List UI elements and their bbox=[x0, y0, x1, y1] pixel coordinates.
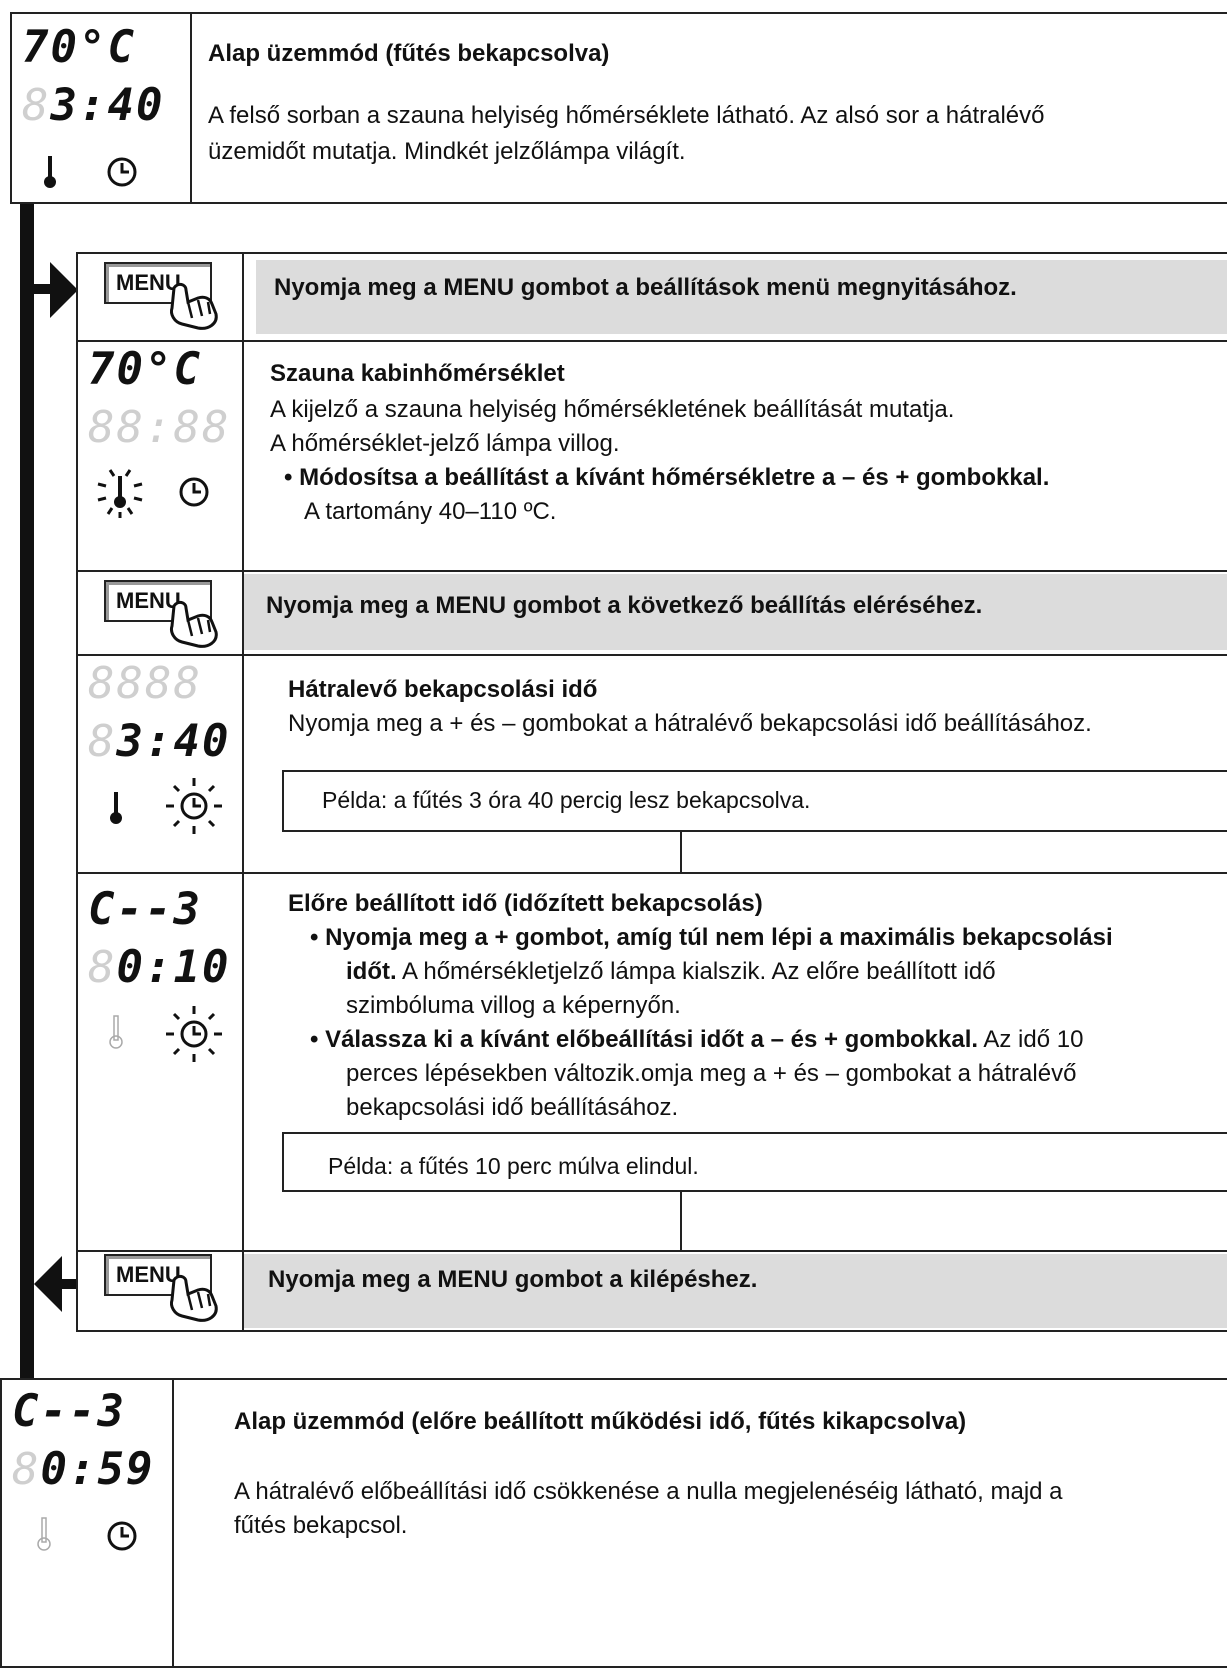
last-line2: fűtés bekapcsol. bbox=[234, 1512, 408, 1539]
remaining-display-bottom: 83:40 bbox=[88, 716, 231, 767]
temp-title: Szauna kabinhőmérséklet bbox=[270, 360, 565, 387]
temp-display-top: 70°C bbox=[88, 344, 202, 395]
temp-line1: A kijelző a szauna helyiség hőmérsékleté… bbox=[270, 396, 955, 423]
row-divider bbox=[78, 570, 1227, 572]
row-divider bbox=[78, 872, 1227, 874]
preset-example: Példa: a fűtés 10 perc múlva elindul. bbox=[328, 1153, 699, 1179]
remaining-example: Példa: a fűtés 3 óra 40 percig lesz beka… bbox=[322, 787, 811, 813]
menu-button-exit[interactable]: MENU bbox=[104, 1254, 212, 1296]
left-column-divider bbox=[242, 254, 244, 1332]
thermometer-blinking-icon bbox=[97, 469, 143, 518]
display-bottom: 83:40 bbox=[22, 80, 165, 131]
temp-bullet: • Módosítsa a beállítást a kívánt hőmérs… bbox=[284, 464, 1050, 491]
menu-flow-box: MENU Nyomja meg a MENU gombot a beállítá… bbox=[76, 252, 1227, 1332]
preset-basic-mode-box: C--3 80:59 Alap üzemmód (előre beállítot… bbox=[0, 1378, 1227, 1668]
clock-icon bbox=[107, 157, 137, 187]
basic-mode-box: 70°C 83:40 Alap üzemmód (fűtés bekapcsol… bbox=[10, 12, 1227, 204]
menu3-shade bbox=[244, 1254, 1227, 1328]
display-top: 70°C bbox=[22, 22, 136, 73]
remaining-line1: Nyomja meg a + és – gombokat a hátralévő… bbox=[288, 710, 1092, 737]
menu1-instruction: Nyomja meg a MENU gombot a beállítások m… bbox=[274, 274, 1017, 301]
temp-line2: A hőmérséklet-jelző lámpa villog. bbox=[270, 430, 620, 457]
exit-arrow bbox=[58, 1279, 78, 1289]
connector-line bbox=[680, 832, 682, 874]
temp-range: A tartomány 40–110 ºC. bbox=[304, 498, 557, 525]
menu2-instruction: Nyomja meg a MENU gombot a következő beá… bbox=[266, 592, 983, 619]
row-divider bbox=[78, 654, 1227, 656]
remaining-display-top: 8888 bbox=[88, 658, 202, 709]
thermometer-icon bbox=[110, 792, 122, 824]
enter-arrow bbox=[34, 284, 54, 294]
hand-pointer-icon bbox=[170, 600, 218, 648]
last-title: Alap üzemmód (előre beállított működési … bbox=[234, 1408, 967, 1435]
preset-bullet2-rest: Az idő 10 bbox=[978, 1026, 1084, 1053]
connector-line bbox=[680, 1192, 682, 1252]
thermometer-icon bbox=[44, 156, 56, 188]
basic-mode-title: Alap üzemmód (fűtés bekapcsolva) bbox=[208, 40, 610, 67]
preset-bullet2-line2: perces lépésekben változik.omja meg a + … bbox=[346, 1060, 1077, 1087]
preset-bullet1: • Nyomja meg a + gombot, amíg túl nem lé… bbox=[310, 924, 1113, 951]
preset-bullet1-rest: A hőmérsékletjelző lámpa kialszik. Az el… bbox=[396, 958, 996, 985]
menu3-instruction: Nyomja meg a MENU gombot a kilépéshez. bbox=[268, 1266, 758, 1293]
preset-bullet1-line3: szimbóluma villog a képernyőn. bbox=[346, 992, 681, 1019]
arrow-right-icon bbox=[50, 262, 78, 318]
flow-bar bbox=[20, 204, 34, 1404]
display-panel: C--3 80:59 bbox=[2, 1380, 174, 1666]
clock-blinking-icon bbox=[166, 778, 222, 834]
menu-button-next[interactable]: MENU bbox=[104, 580, 212, 622]
preset-title: Előre beállított idő (időzített bekapcso… bbox=[288, 890, 763, 917]
preset-bullet2-line3: bekapcsolási idő beállításához. bbox=[346, 1094, 679, 1121]
preset-display-top: C--3 bbox=[88, 884, 202, 935]
last-line1: A hátralévő előbeállítási idő csökkenése… bbox=[234, 1478, 1063, 1505]
menu2-shade bbox=[244, 574, 1227, 650]
display-panel: 70°C 83:40 bbox=[12, 14, 192, 202]
clock-icon bbox=[107, 1521, 137, 1551]
preset-bullet1-line2: időt. A hőmérsékletjelző lámpa kialszik.… bbox=[346, 954, 996, 990]
last-display-bottom: 80:59 bbox=[12, 1444, 155, 1495]
basic-mode-body: A felső sorban a szauna helyiség hőmérsé… bbox=[208, 102, 1045, 165]
temp-display-bottom: 88:88 bbox=[88, 402, 231, 453]
row-divider bbox=[78, 340, 1227, 342]
menu1-shade bbox=[256, 260, 1227, 334]
clock-icon bbox=[179, 477, 209, 507]
menu-button-open[interactable]: MENU bbox=[104, 262, 212, 304]
hand-pointer-icon bbox=[170, 282, 218, 330]
thermometer-off-icon bbox=[37, 1517, 51, 1551]
preset-example-box: Példa: a fűtés 10 perc múlva elindul. bbox=[282, 1132, 1227, 1192]
last-display-top: C--3 bbox=[12, 1386, 126, 1437]
clock-blinking-icon bbox=[166, 1006, 222, 1062]
preset-bullet1-bold2: időt. bbox=[346, 958, 397, 985]
preset-bullet2-bold: • Válassza ki a kívánt előbeállítási idő… bbox=[310, 1026, 979, 1053]
thermometer-off-icon bbox=[109, 1015, 123, 1049]
hand-pointer-icon bbox=[170, 1274, 218, 1322]
remaining-example-box: Példa: a fűtés 3 óra 40 percig lesz beka… bbox=[282, 770, 1227, 832]
preset-display-bottom: 80:10 bbox=[88, 942, 231, 993]
preset-bullet2: • Válassza ki a kívánt előbeállítási idő… bbox=[310, 1022, 1083, 1058]
remaining-title: Hátralevő bekapcsolási idő bbox=[288, 676, 598, 703]
row-divider bbox=[78, 1250, 1227, 1252]
arrow-left-icon bbox=[34, 1256, 62, 1312]
